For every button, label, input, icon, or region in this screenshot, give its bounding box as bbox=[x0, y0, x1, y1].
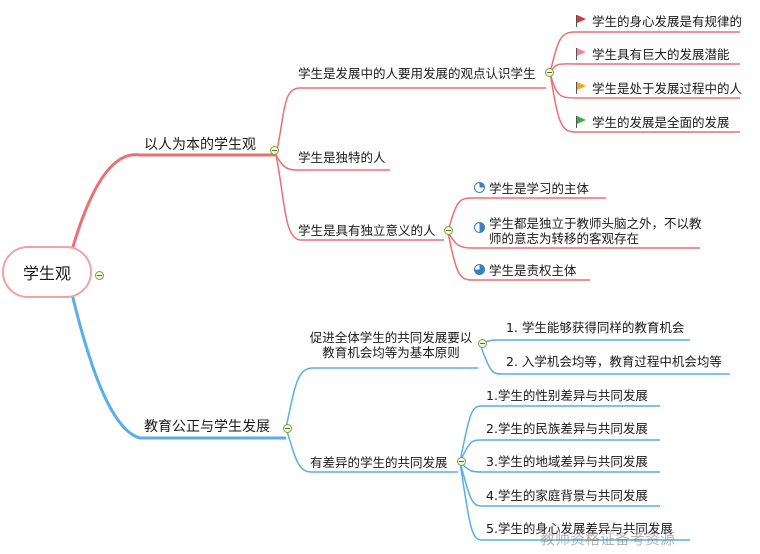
branch-label-b2[interactable]: 教育公正与学生发展 bbox=[144, 419, 270, 435]
b2-1-item-1: 1. 学生能够获得同样的教育机会 bbox=[506, 320, 685, 335]
collapse-toggle-b1[interactable] bbox=[270, 146, 279, 155]
flag-orange-icon bbox=[576, 82, 586, 94]
progress-three-quarter-icon bbox=[474, 264, 485, 275]
b1-3-item-3: 学生是责权主体 bbox=[489, 263, 577, 278]
collapse-toggle-b1-1[interactable] bbox=[545, 68, 554, 77]
b1-1-item-1: 学生的身心发展是有规律的 bbox=[592, 14, 743, 29]
collapse-toggle-root[interactable] bbox=[95, 271, 104, 280]
b2-2-item-2: 2.学生的民族差异与共同发展 bbox=[486, 421, 648, 436]
branch-label-b1[interactable]: 以人为本的学生观 bbox=[144, 137, 256, 153]
sub-label-b1-3[interactable]: 学生是具有独立意义的人 bbox=[298, 223, 436, 238]
collapse-toggle-b2[interactable] bbox=[283, 424, 292, 433]
flag-red-icon bbox=[576, 15, 586, 27]
b1-3-item-1: 学生是学习的主体 bbox=[489, 181, 590, 196]
collapse-toggle-b2-1[interactable] bbox=[478, 339, 487, 348]
b1-3-item-2: 学生都是独立于教师头脑之外，不以教师的意志为转移的客观存在 bbox=[489, 216, 702, 246]
flag-pink-icon bbox=[576, 48, 586, 60]
sub-label-b2-1[interactable]: 促进全体学生的共同发展要以教育机会均等为基本原则 bbox=[309, 330, 473, 360]
b2-2-item-4: 4.学生的家庭背景与共同发展 bbox=[486, 488, 648, 503]
flag-green-icon bbox=[576, 116, 586, 128]
sub-label-b2-2[interactable]: 有差异的学生的共同发展 bbox=[310, 455, 448, 470]
watermark-text: 教师资格证备考资源 bbox=[540, 530, 676, 548]
b2-1-item-2: 2. 入学机会均等，教育过程中机会均等 bbox=[506, 354, 722, 369]
b1-1-item-4: 学生的发展是全面的发展 bbox=[592, 115, 730, 130]
sub-label-b1-2[interactable]: 学生是独特的人 bbox=[298, 150, 386, 165]
connectors-b1 bbox=[275, 31, 740, 281]
b1-1-item-3: 学生是处于发展过程中的人 bbox=[592, 81, 743, 96]
b2-2-item-3: 3.学生的地域差异与共同发展 bbox=[486, 454, 648, 469]
connector-root-b2 bbox=[70, 293, 286, 440]
connector-root-b1 bbox=[70, 153, 276, 251]
sub-label-b1-1[interactable]: 学生是发展中的人要用发展的观点认识学生 bbox=[298, 66, 536, 81]
b2-2-item-5: 5.学生的身心发展差异与共同发展 bbox=[486, 521, 673, 536]
connectors-b2 bbox=[285, 339, 730, 541]
b1-1-item-2: 学生具有巨大的发展潜能 bbox=[592, 47, 730, 62]
collapse-toggle-b2-2[interactable] bbox=[457, 457, 466, 466]
progress-quarter-icon bbox=[474, 182, 485, 193]
progress-half-icon bbox=[474, 222, 485, 233]
root-label: 学生观 bbox=[22, 264, 71, 283]
root-node[interactable]: 学生观 bbox=[2, 246, 92, 298]
b2-2-item-1: 1.学生的性别差异与共同发展 bbox=[486, 388, 648, 403]
collapse-toggle-b1-3[interactable] bbox=[444, 226, 453, 235]
